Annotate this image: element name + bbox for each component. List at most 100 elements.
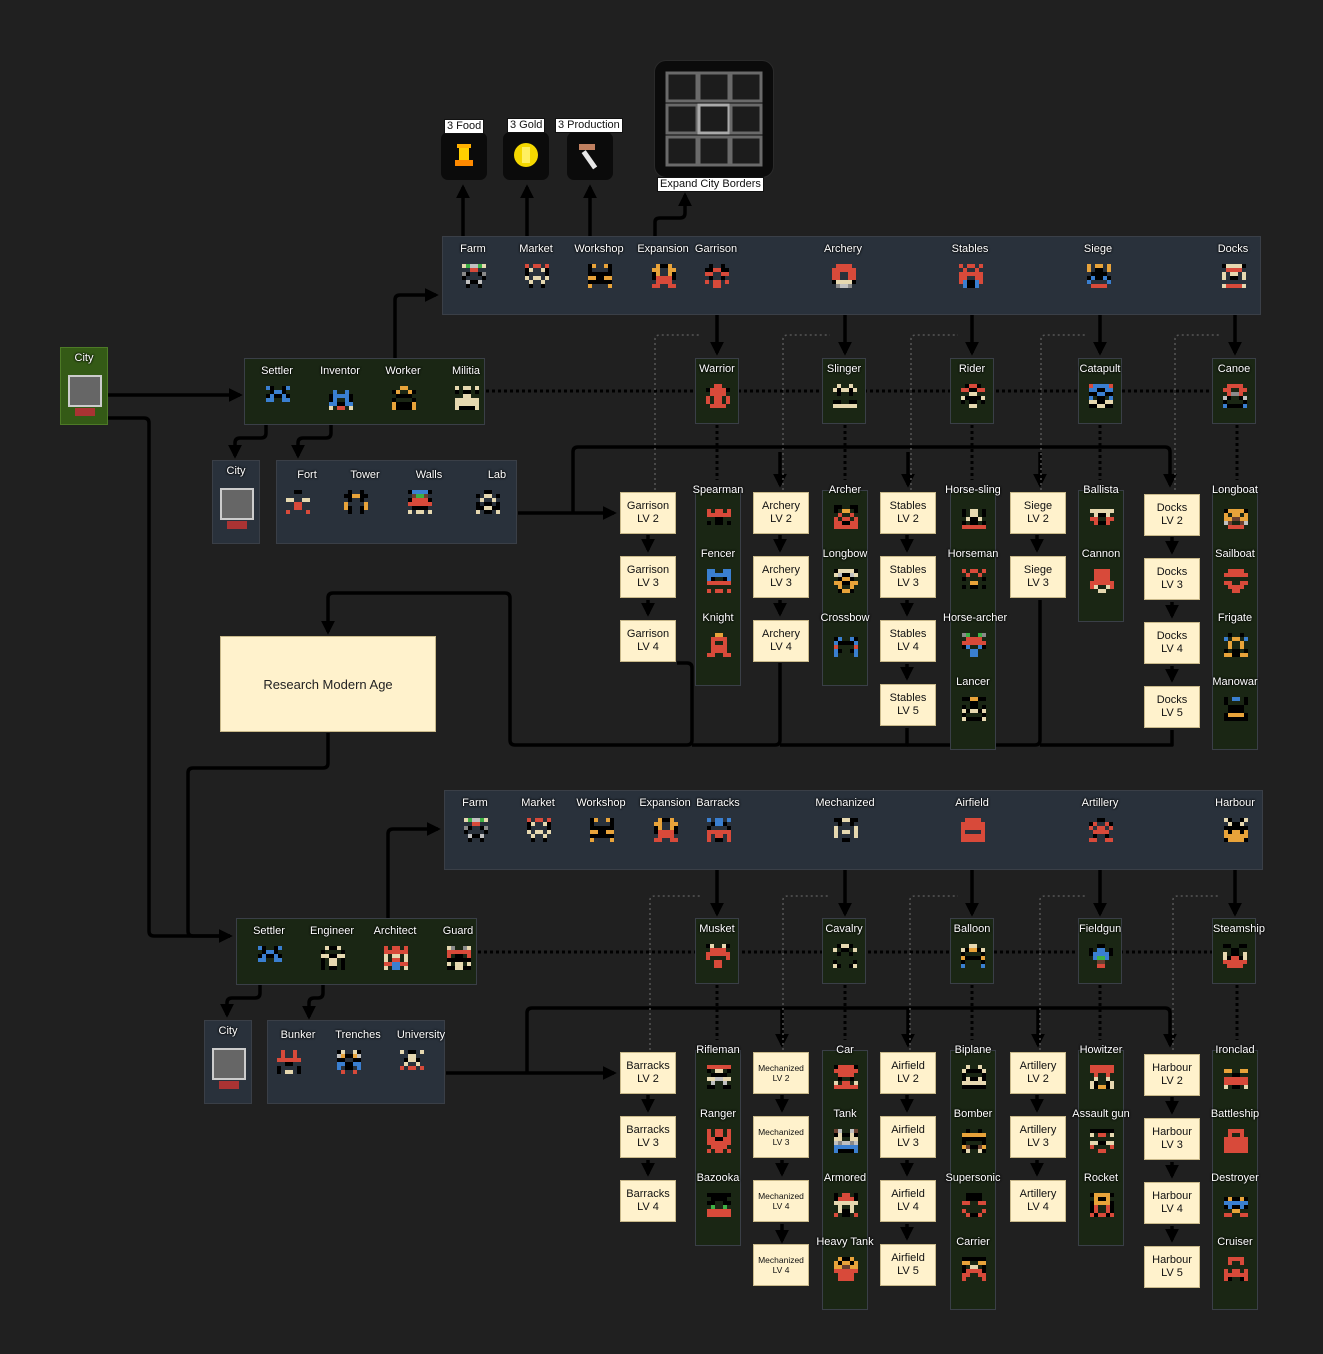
building-mechanized[interactable]: Mechanized [815, 793, 875, 865]
unit-spearman[interactable]: Spearman [688, 480, 748, 540]
building-farm[interactable]: Farm [443, 239, 503, 311]
level-harbour-lv-3[interactable]: Harbour LV 3 [1144, 1118, 1200, 1160]
unit-manowar[interactable]: Manowar [1205, 672, 1265, 732]
unit-destroyer[interactable]: Destroyer [1205, 1168, 1265, 1228]
level-docks-lv-2[interactable]: Docks LV 2 [1144, 494, 1200, 536]
unit-lancer[interactable]: Lancer [943, 672, 1003, 732]
level-airfield-lv-2[interactable]: Airfield LV 2 [880, 1052, 936, 1094]
level-stables-lv-2[interactable]: Stables LV 2 [880, 492, 936, 534]
unit-cavalry[interactable]: Cavalry [822, 918, 866, 984]
unit-battleship[interactable]: Battleship [1205, 1104, 1265, 1164]
civilian-worker[interactable]: Worker [373, 361, 433, 421]
unit-warrior[interactable]: Warrior [695, 358, 739, 424]
civilian-settler[interactable]: Settler [247, 361, 307, 421]
start-city-tile[interactable]: City [60, 347, 108, 425]
building-barracks[interactable]: Barracks [688, 793, 748, 865]
unit-heavy-tank[interactable]: Heavy Tank [815, 1232, 875, 1292]
structure-lab[interactable]: Lab [467, 465, 527, 541]
building-workshop[interactable]: Workshop [569, 239, 629, 311]
research-modern-age-button[interactable]: Research Modern Age [220, 636, 436, 732]
unit-carrier[interactable]: Carrier [943, 1232, 1003, 1292]
unit-bazooka[interactable]: Bazooka [688, 1168, 748, 1228]
level-mechanized-lv-3[interactable]: Mechanized LV 3 [753, 1116, 809, 1158]
unit-knight[interactable]: Knight [688, 608, 748, 668]
level-mechanized-lv-4[interactable]: Mechanized LV 4 [753, 1180, 809, 1222]
level-garrison-lv-4[interactable]: Garrison LV 4 [620, 620, 676, 662]
civilian-architect[interactable]: Architect [365, 921, 425, 981]
building-expansion[interactable]: Expansion [635, 793, 695, 865]
unit-archer[interactable]: Archer [815, 480, 875, 540]
structure-walls[interactable]: Walls [399, 465, 459, 541]
level-mechanized-lv-4[interactable]: Mechanized LV 4 [753, 1244, 809, 1286]
level-harbour-lv-5[interactable]: Harbour LV 5 [1144, 1246, 1200, 1288]
level-garrison-lv-2[interactable]: Garrison LV 2 [620, 492, 676, 534]
unit-tank[interactable]: Tank [815, 1104, 875, 1164]
level-docks-lv-3[interactable]: Docks LV 3 [1144, 558, 1200, 600]
building-market[interactable]: Market [506, 239, 566, 311]
structure-bunker[interactable]: Bunker [268, 1025, 328, 1101]
building-archery[interactable]: Archery [813, 239, 873, 311]
building-harbour[interactable]: Harbour [1205, 793, 1265, 865]
level-archery-lv-3[interactable]: Archery LV 3 [753, 556, 809, 598]
unit-steamship[interactable]: Steamship [1212, 918, 1265, 984]
unit-cannon[interactable]: Cannon [1071, 544, 1131, 604]
unit-musket[interactable]: Musket [695, 918, 739, 984]
unit-rifleman[interactable]: Rifleman [688, 1040, 748, 1100]
civilian-militia[interactable]: Militia [436, 361, 496, 421]
building-artillery[interactable]: Artillery [1070, 793, 1130, 865]
level-barracks-lv-2[interactable]: Barracks LV 2 [620, 1052, 676, 1094]
level-siege-lv-2[interactable]: Siege LV 2 [1010, 492, 1066, 534]
unit-howitzer[interactable]: Howitzer [1071, 1040, 1131, 1100]
building-expansion[interactable]: Expansion [633, 239, 693, 311]
structure-trenches[interactable]: Trenches [328, 1025, 388, 1101]
unit-bomber[interactable]: Bomber [943, 1104, 1003, 1164]
level-docks-lv-4[interactable]: Docks LV 4 [1144, 622, 1200, 664]
unit-slinger[interactable]: Slinger [822, 358, 866, 424]
level-harbour-lv-2[interactable]: Harbour LV 2 [1144, 1054, 1200, 1096]
unit-ironclad[interactable]: Ironclad [1205, 1040, 1265, 1100]
structure-fort[interactable]: Fort [277, 465, 337, 541]
civilian-inventor[interactable]: Inventor [310, 361, 370, 421]
unit-cruiser[interactable]: Cruiser [1205, 1232, 1265, 1292]
level-artillery-lv-4[interactable]: Artillery LV 4 [1010, 1180, 1066, 1222]
unit-longboat[interactable]: Longboat [1205, 480, 1265, 540]
building-farm[interactable]: Farm [445, 793, 505, 865]
building-garrison[interactable]: Garrison [686, 239, 746, 311]
level-garrison-lv-3[interactable]: Garrison LV 3 [620, 556, 676, 598]
building-workshop[interactable]: Workshop [571, 793, 631, 865]
unit-horseman[interactable]: Horseman [943, 544, 1003, 604]
building-docks[interactable]: Docks [1203, 239, 1263, 311]
unit-horse-sling[interactable]: Horse-sling [943, 480, 1003, 540]
level-archery-lv-2[interactable]: Archery LV 2 [753, 492, 809, 534]
building-siege[interactable]: Siege [1068, 239, 1128, 311]
level-artillery-lv-3[interactable]: Artillery LV 3 [1010, 1116, 1066, 1158]
unit-canoe[interactable]: Canoe [1212, 358, 1256, 424]
level-airfield-lv-3[interactable]: Airfield LV 3 [880, 1116, 936, 1158]
level-docks-lv-5[interactable]: Docks LV 5 [1144, 686, 1200, 728]
level-stables-lv-4[interactable]: Stables LV 4 [880, 620, 936, 662]
structure-tower[interactable]: Tower [335, 465, 395, 541]
unit-longbow[interactable]: Longbow [815, 544, 875, 604]
unit-fencer[interactable]: Fencer [688, 544, 748, 604]
unit-fieldgun[interactable]: Fieldgun [1078, 918, 1122, 984]
unit-rider[interactable]: Rider [950, 358, 994, 424]
unit-car[interactable]: Car [815, 1040, 875, 1100]
unit-catapult[interactable]: Catapult [1078, 358, 1122, 424]
building-stables[interactable]: Stables [940, 239, 1000, 311]
building-market[interactable]: Market [508, 793, 568, 865]
unit-horse-archer[interactable]: Horse-archer [943, 608, 1007, 668]
level-siege-lv-3[interactable]: Siege LV 3 [1010, 556, 1066, 598]
level-stables-lv-5[interactable]: Stables LV 5 [880, 684, 936, 726]
level-harbour-lv-4[interactable]: Harbour LV 4 [1144, 1182, 1200, 1224]
level-artillery-lv-2[interactable]: Artillery LV 2 [1010, 1052, 1066, 1094]
building-airfield[interactable]: Airfield [942, 793, 1002, 865]
civilian-settler[interactable]: Settler [239, 921, 299, 981]
unit-ballista[interactable]: Ballista [1071, 480, 1131, 540]
unit-crossbow[interactable]: Crossbow [815, 608, 875, 668]
civilian-engineer[interactable]: Engineer [302, 921, 362, 981]
level-archery-lv-4[interactable]: Archery LV 4 [753, 620, 809, 662]
level-airfield-lv-5[interactable]: Airfield LV 5 [880, 1244, 936, 1286]
unit-armored[interactable]: Armored [815, 1168, 875, 1228]
level-stables-lv-3[interactable]: Stables LV 3 [880, 556, 936, 598]
unit-assault-gun[interactable]: Assault gun [1071, 1104, 1131, 1164]
